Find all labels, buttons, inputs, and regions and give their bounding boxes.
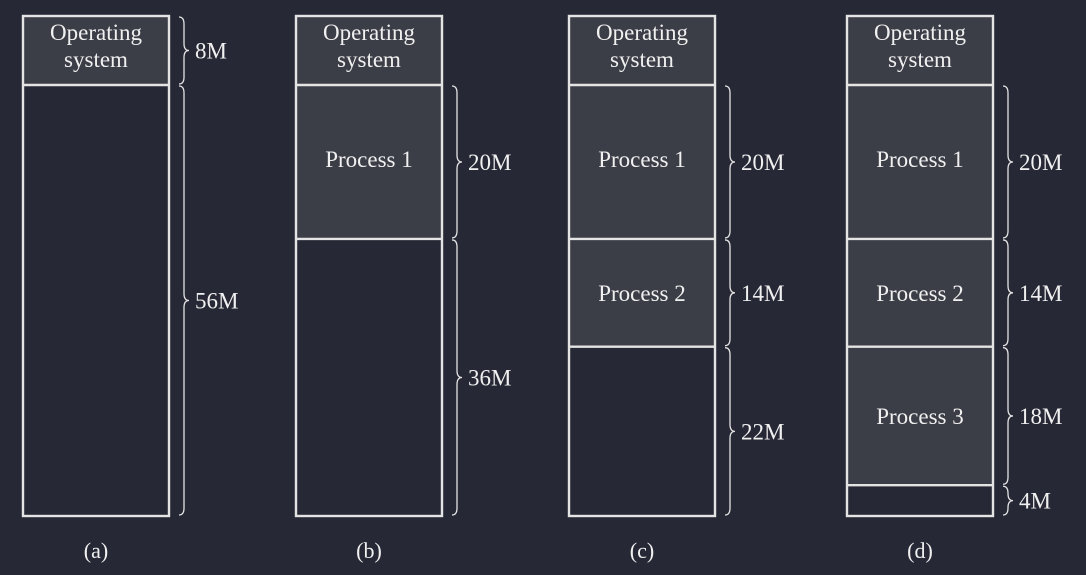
segment-free [23, 85, 169, 516]
memory-block-border [294, 14, 444, 518]
diagram-caption: (d) [907, 538, 933, 563]
size-label: 20M [1019, 150, 1062, 175]
size-brace [178, 16, 190, 85]
size-brace [451, 239, 463, 516]
size-brace [1002, 239, 1014, 347]
size-brace [724, 347, 736, 516]
segment-operating-system [569, 16, 715, 85]
size-brace [1002, 485, 1014, 516]
size-brace [724, 85, 736, 239]
operating-system-label: Operating [50, 20, 142, 45]
process-label: Process 1 [876, 147, 964, 172]
process-label: Process 2 [876, 281, 964, 306]
size-label: 18M [1019, 404, 1062, 429]
diagram-caption: (b) [356, 538, 382, 563]
size-brace [451, 85, 463, 239]
segment-free [569, 346, 715, 516]
segment-free [296, 238, 442, 516]
process-label: Process 1 [598, 147, 686, 172]
memory-block-border [21, 14, 171, 518]
segment-operating-system [296, 16, 442, 85]
size-label: 56M [195, 289, 238, 314]
segment-process [847, 346, 993, 486]
operating-system-label: system [337, 47, 401, 72]
operating-system-label: Operating [596, 20, 688, 45]
operating-system-label: system [64, 47, 128, 72]
size-label: 14M [741, 281, 784, 306]
memory-block-border [567, 14, 717, 518]
diagram-caption: (a) [84, 538, 108, 563]
operating-system-label: system [888, 47, 952, 72]
segment-operating-system [23, 16, 169, 85]
operating-system-label: Operating [323, 20, 415, 45]
process-label: Process 3 [876, 404, 964, 429]
operating-system-label: Operating [874, 20, 966, 45]
segment-operating-system [847, 16, 993, 85]
size-brace [1002, 85, 1014, 239]
segment-process [569, 85, 715, 239]
size-label: 14M [1019, 281, 1062, 306]
size-label: 20M [468, 150, 511, 175]
memory-block-border [845, 14, 995, 518]
size-label: 22M [741, 419, 784, 444]
size-label: 4M [1019, 489, 1051, 514]
segment-process [296, 85, 442, 239]
process-label: Process 2 [598, 281, 686, 306]
segment-process [847, 238, 993, 347]
diagram-caption: (c) [630, 538, 654, 563]
size-label: 36M [468, 365, 511, 390]
segment-process [569, 238, 715, 347]
size-brace [724, 239, 736, 347]
operating-system-label: system [610, 47, 674, 72]
size-label: 20M [741, 150, 784, 175]
size-label: 8M [195, 39, 227, 64]
size-brace [178, 85, 190, 516]
segment-process [847, 85, 993, 239]
segment-free [847, 485, 993, 516]
size-brace [1002, 347, 1014, 485]
process-label: Process 1 [325, 147, 413, 172]
